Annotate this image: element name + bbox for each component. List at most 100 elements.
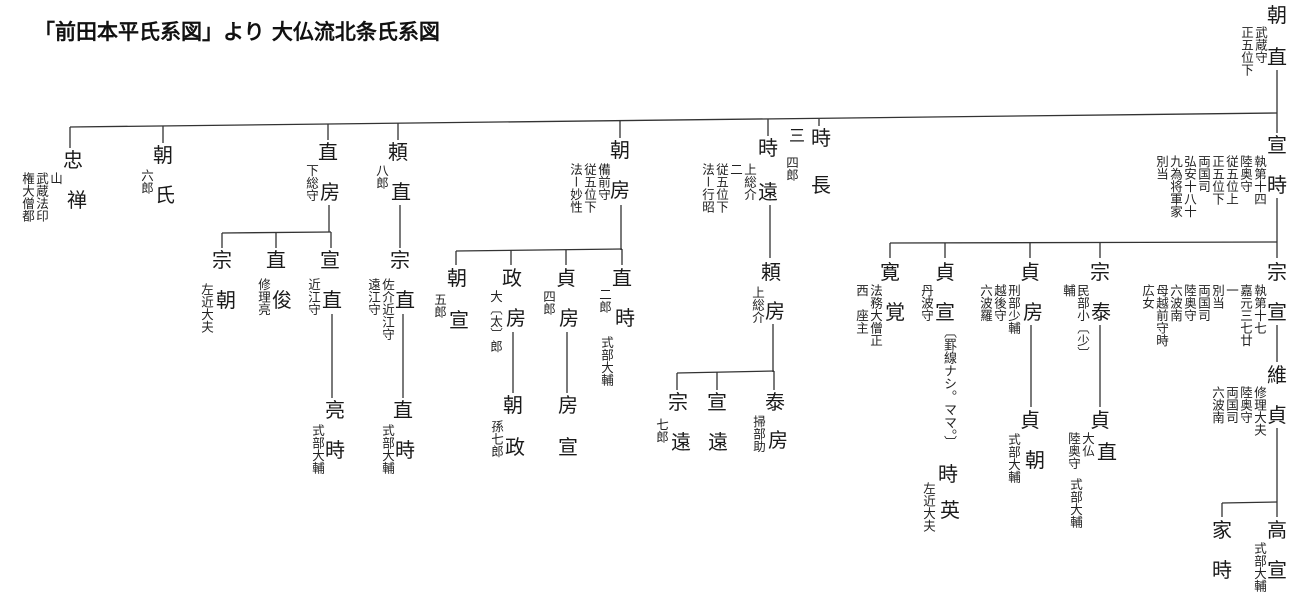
- name-char: 遠: [708, 430, 728, 454]
- annotation: 八郎: [374, 164, 389, 189]
- name-char: 貞: [1020, 260, 1040, 284]
- name-char: 宣: [449, 308, 469, 332]
- annotation: 式部大輔: [1068, 478, 1083, 528]
- name-char: 朝: [610, 138, 630, 162]
- name-char: 泰: [1091, 300, 1111, 324]
- name-char: 貞: [1090, 408, 1110, 432]
- name-char: 時: [811, 126, 831, 150]
- name-char: 時: [1267, 173, 1287, 197]
- name-char: 房: [506, 306, 526, 330]
- name-char: 宣: [1267, 558, 1287, 582]
- annotation: 民部小〔少〕 輔: [1061, 284, 1090, 359]
- name-char: 宗: [1267, 260, 1287, 284]
- name-char: 氏: [155, 183, 175, 207]
- annotation: 六郎: [139, 169, 154, 194]
- name-char: 英: [940, 498, 960, 522]
- name-char: 貞: [556, 266, 576, 290]
- name-char: 時: [1212, 558, 1232, 582]
- name-char: 亮: [325, 398, 345, 422]
- name-char: 朝: [216, 288, 236, 312]
- annotation: 備前守 従五位下 法ー妙性: [568, 163, 611, 213]
- name-char: 長: [811, 173, 831, 197]
- name-char: 朝: [1025, 448, 1045, 472]
- name-char: 房: [559, 306, 579, 330]
- annotation: 大仏 陸奥守: [1066, 432, 1095, 470]
- name-char: 遠: [758, 180, 778, 204]
- name-char: 房: [768, 428, 788, 452]
- name-char: 俊: [272, 288, 292, 312]
- name-char: 頼: [388, 140, 408, 164]
- name-char: 宣: [558, 435, 578, 459]
- annotation: 掃部助: [751, 415, 766, 453]
- annotation: 式部大輔: [1006, 433, 1021, 483]
- annotation: 武蔵守 正五位下: [1239, 26, 1268, 76]
- annotation: 式部大輔: [380, 424, 395, 474]
- name-char: 寛: [880, 260, 900, 284]
- name-char: 直: [391, 180, 411, 204]
- name-char: 政: [505, 435, 525, 459]
- annotation: 孫七郎: [489, 420, 504, 458]
- name-char: 朝: [1267, 3, 1287, 27]
- name-char: 遠: [671, 430, 691, 454]
- annotation: 二郎: [597, 288, 612, 313]
- annotation: 左近大夫: [199, 283, 214, 333]
- name-char: 房: [610, 178, 630, 202]
- annotation: 修理亮: [256, 278, 271, 316]
- name-char: 政: [502, 266, 522, 290]
- name-char: 時: [615, 306, 635, 330]
- name-char: 朝: [447, 266, 467, 290]
- editorial-remark: 〔罫線ナシ。ママ。〕: [941, 325, 956, 449]
- name-char: 直: [393, 398, 413, 422]
- annotation: 式部大輔: [310, 424, 325, 474]
- name-char: 宗: [1090, 260, 1110, 284]
- name-char: 直: [1097, 440, 1117, 464]
- annotation: 四郎: [541, 290, 556, 315]
- annotation: 左近大夫: [921, 482, 936, 532]
- name-char: 宗: [212, 248, 232, 272]
- annotation: 刑部少輔 越後守 六波羅: [978, 284, 1021, 334]
- annotation: 下総守: [304, 164, 319, 202]
- name-char: 覚: [885, 300, 905, 324]
- annotation: 式部大輔: [1252, 542, 1267, 592]
- name-char: 貞: [1267, 403, 1287, 427]
- annotation: 佐介近江守 遠江守: [366, 278, 395, 341]
- name-char: 房: [320, 180, 340, 204]
- name-char: 泰: [765, 390, 785, 414]
- name-char: 頼: [761, 260, 781, 284]
- name-char: 宣: [320, 248, 340, 272]
- annotation: 上総介 二 従五位下 法ー行昭: [700, 163, 757, 213]
- name-char: 朝: [503, 393, 523, 417]
- name-char: 直: [266, 248, 286, 272]
- name-char: 宗: [668, 390, 688, 414]
- name-char: 宣: [707, 390, 727, 414]
- annotation-right: 四郎: [784, 156, 799, 181]
- annotation: 式部大輔: [599, 336, 614, 386]
- annotation: 七郎: [654, 418, 669, 443]
- annotation: 大〔太〕郎: [488, 290, 503, 353]
- name-char: 高: [1267, 518, 1287, 542]
- annotation: 山 武蔵法印 権大僧都: [20, 172, 63, 222]
- name-char: 直: [322, 288, 342, 312]
- name-char: 直: [395, 288, 415, 312]
- name-char: 宣: [935, 300, 955, 324]
- name-char: 貞: [935, 260, 955, 284]
- birth-order: 三: [788, 126, 806, 145]
- diagram-title: 「前田本平氏系図」より 大仏流北条氏系図: [34, 20, 440, 44]
- annotation: 法務大僧正 西 座主: [854, 284, 883, 347]
- name-char: 時: [325, 438, 345, 462]
- name-char: 忠: [63, 148, 83, 172]
- name-char: 房: [558, 393, 578, 417]
- name-char: 直: [1267, 45, 1287, 69]
- annotation: 近江守: [306, 278, 321, 316]
- name-char: 貞: [1020, 408, 1040, 432]
- annotation: 五郎: [432, 293, 447, 318]
- name-char: 禅: [67, 188, 87, 212]
- name-char: 宣: [1267, 133, 1287, 157]
- name-char: 家: [1212, 518, 1232, 542]
- annotation: 丹波守: [919, 284, 934, 322]
- annotation: 修理大夫 陸奥守 両国司 六波南: [1210, 386, 1267, 436]
- name-char: 宗: [390, 248, 410, 272]
- name-char: 宣: [1267, 300, 1287, 324]
